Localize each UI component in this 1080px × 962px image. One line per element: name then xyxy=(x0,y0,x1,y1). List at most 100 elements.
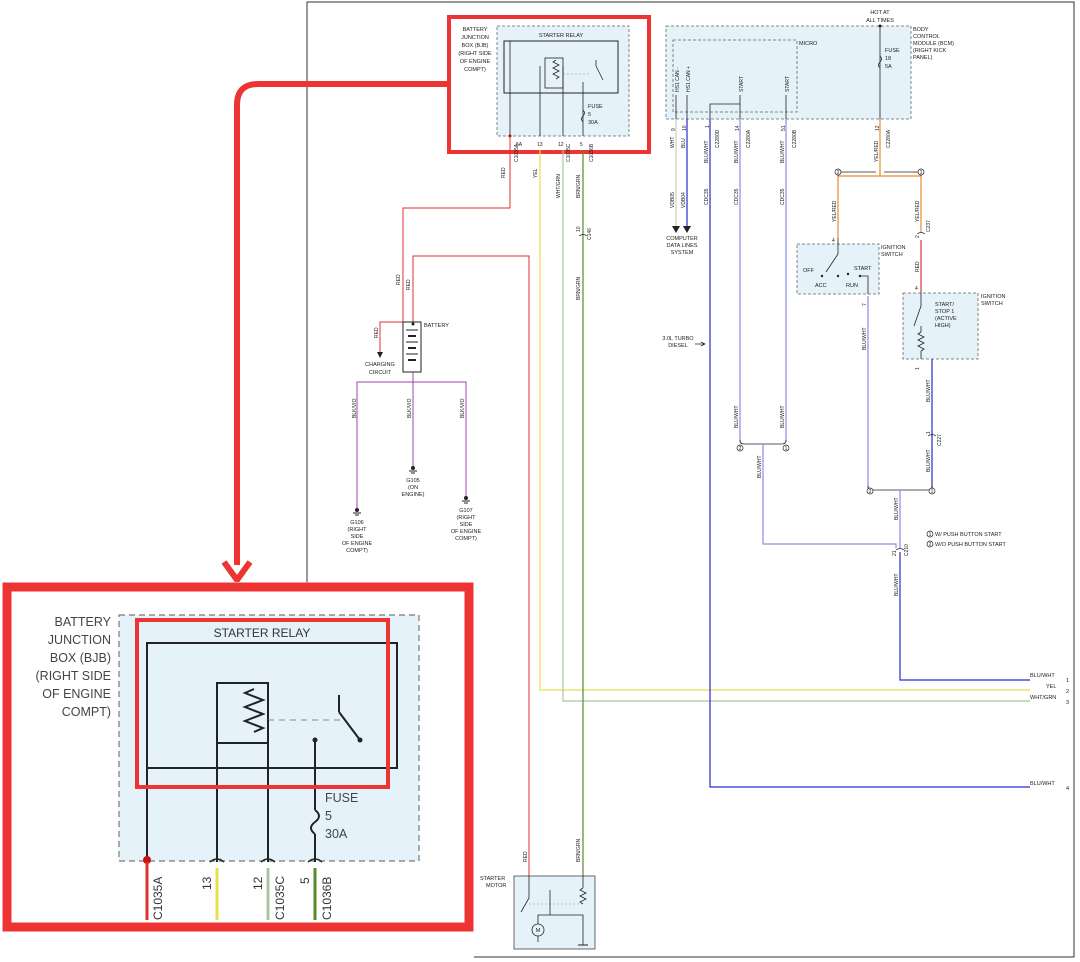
bcm-hot2: ALL TIMES xyxy=(866,18,894,24)
g105-l3: ENGINE) xyxy=(402,492,425,498)
fuse-num-zoom: 5 xyxy=(325,809,332,823)
small-conn-c1035c: C1035C xyxy=(566,143,572,162)
label-yelred-1: YEL/RED xyxy=(874,140,880,162)
relay-title-zoom: STARTER RELAY xyxy=(214,626,311,640)
diagram-frame xyxy=(306,1,1075,958)
wire-blkvio-g107 xyxy=(413,381,467,496)
splice-icon: 1 xyxy=(928,487,936,495)
small-pin-13: 13 xyxy=(537,142,543,148)
c237-conn: C237 xyxy=(926,220,932,232)
bcm-start-2: START xyxy=(785,76,791,92)
small-conn-c1036b: C1036B xyxy=(589,143,595,162)
g106-l3: SIDE xyxy=(351,534,364,540)
bcm-pin-51: 51 xyxy=(781,125,787,131)
wire-yelred-1 xyxy=(837,119,881,238)
label-blkvio-3: BLK/VIO xyxy=(460,398,466,418)
bjb-zoom-l5: OF ENGINE xyxy=(42,687,111,701)
fuse-num-small: 5 xyxy=(588,112,591,118)
g106-l2: (RIGHT xyxy=(348,527,368,533)
g105-l1: G105 xyxy=(406,478,419,484)
svg-text:2: 2 xyxy=(929,542,932,548)
bcm-l5: PANEL) xyxy=(913,55,933,61)
ign1-l1: IGNITION xyxy=(881,245,905,251)
g105-l2: (ON xyxy=(408,485,418,491)
zoom-conn-c1035c: C1035C xyxy=(273,876,287,920)
out2-label: YEL xyxy=(1046,684,1056,690)
fuse-amp-small: 30A xyxy=(588,120,598,126)
starter-motor xyxy=(513,875,596,950)
bjb-small-l1: BATTERY xyxy=(463,27,488,33)
callout-highlight-relay xyxy=(135,618,390,789)
label-wht: WHT xyxy=(670,137,676,148)
motor-symbol: M xyxy=(536,928,541,934)
ign1-start: START xyxy=(854,266,872,272)
ign2-box3: (ACTIVE xyxy=(935,316,957,322)
label-bluwht-9: BLU/WHT xyxy=(926,450,932,473)
ign2-l2: SWITCH xyxy=(981,301,1003,307)
g106-l4: OF ENGINE xyxy=(342,541,373,547)
cdl-l3: SYSTEM xyxy=(671,250,694,256)
charging-l2: CIRCUIT xyxy=(369,370,392,376)
ign1-pin7: 7 xyxy=(862,303,868,306)
label-vdb04: VDB04 xyxy=(681,192,687,208)
bcm-pin-12: 12 xyxy=(875,125,881,131)
cdl-l2: DATA LINES xyxy=(667,243,698,249)
wire-red-battery-starter xyxy=(412,255,530,876)
label-vdb05: VDB05 xyxy=(670,192,676,208)
wire-bluwht-out1 xyxy=(899,552,1030,681)
bcm-conn-c2280a-2: C2280A xyxy=(886,129,892,148)
bcm-pin-1: 1 xyxy=(705,125,711,128)
label-brngrn-2: BRN/GRN xyxy=(576,277,582,300)
small-conn-c1035a: C1035A xyxy=(514,143,520,162)
starter-l2: MOTOR xyxy=(486,883,506,889)
wire-red-charging xyxy=(379,321,403,356)
svg-text:1: 1 xyxy=(931,489,934,495)
label-red-2: RED xyxy=(396,274,402,285)
out1-num: 1 xyxy=(1066,678,1069,684)
g107-l5: COMPT) xyxy=(455,536,477,542)
ignition-switch-2 xyxy=(902,292,979,360)
bcm-pin-10: 10 xyxy=(682,125,688,131)
out4-num: 4 xyxy=(1066,786,1069,792)
wire-blkvio-g106 xyxy=(356,372,414,508)
ign2-box4: HIGH) xyxy=(935,323,951,329)
label-yelred-3: YEL/RED xyxy=(915,200,921,222)
label-bluwht-6: BLU/WHT xyxy=(757,456,763,479)
g106-l5: COMPT) xyxy=(346,548,368,554)
ground-icon xyxy=(409,466,417,474)
label-red-3: RED xyxy=(406,279,412,290)
svg-text:1: 1 xyxy=(920,170,923,176)
bcm-fuse-label: FUSE xyxy=(885,48,900,54)
wire-yel xyxy=(539,150,1030,691)
zoom-pin-12: 12 xyxy=(251,876,265,890)
bcm-l1: BODY xyxy=(913,27,929,33)
splice-icon: 2 xyxy=(866,487,874,495)
label-yelred-2: YEL/RED xyxy=(832,200,838,222)
label-blu: BLU xyxy=(681,138,687,148)
starter-l1: STARTER xyxy=(480,876,505,882)
bjb-zoom-l4: (RIGHT SIDE xyxy=(36,669,111,683)
bcm-conn-c2280b: C2280B xyxy=(792,129,798,148)
label-blkvio-2: BLK/VIO xyxy=(407,398,413,418)
out1-label: BLU/WHT xyxy=(1030,673,1055,679)
ign2-box1: START/ xyxy=(935,302,955,308)
legend-t1: W/ PUSH BUTTON START xyxy=(935,532,1002,538)
small-pin-5a: 5A xyxy=(516,142,523,148)
bjb-small-l3: BOX (BJB) xyxy=(462,43,489,49)
relay-title-small: STARTER RELAY xyxy=(539,33,584,39)
bjb-small-l5: OF ENGINE xyxy=(460,59,491,65)
ground-icon xyxy=(462,496,470,504)
wire-whtgrn xyxy=(562,150,1030,702)
out4-label: BLU/WHT xyxy=(1030,781,1055,787)
g107-l4: OF ENGINE xyxy=(451,529,482,535)
label-bluwht-2: BLU/WHT xyxy=(734,141,740,164)
fuse-label-zoom: FUSE xyxy=(325,791,358,805)
battery-symbol xyxy=(402,321,422,373)
bcm-conn-c2280d: C2280D xyxy=(715,129,721,148)
label-bluwht-1: BLU/WHT xyxy=(704,141,710,164)
svg-text:1: 1 xyxy=(929,532,932,538)
ign2-l1: IGNITION xyxy=(981,294,1005,300)
splice-icon: 2 xyxy=(736,444,744,452)
bjb-small-l2: JUNCTION xyxy=(461,35,489,41)
label-cdc35-2: CDC35 xyxy=(734,188,740,205)
